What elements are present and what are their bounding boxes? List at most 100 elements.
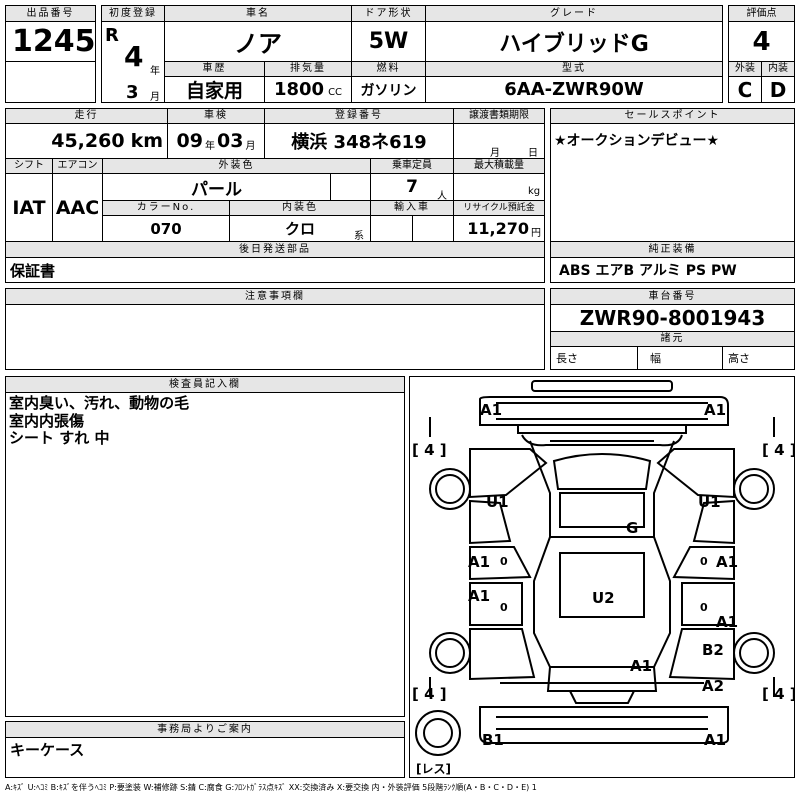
damage-mark: A1 bbox=[716, 553, 738, 571]
aircon: AAC bbox=[55, 196, 100, 219]
office-cell: キーケース bbox=[5, 737, 405, 778]
inspector-label: 検査員記入欄 bbox=[5, 376, 405, 393]
load-unit: kg bbox=[528, 186, 541, 197]
first-reg-cell: R 4 年 3 月 bbox=[101, 21, 165, 103]
zero-mark: 0 bbox=[500, 601, 508, 614]
damage-legend: A:ｷｽﾞ U:ﾍｺﾐ B:ｷｽﾞを伴うﾍｺﾐ P:要塗装 W:補修跡 S:錆 … bbox=[5, 783, 537, 792]
inspection-year-unit: 年 bbox=[205, 140, 215, 152]
damage-mark: A1 bbox=[716, 613, 738, 631]
model: 6AA-ZWR90W bbox=[504, 79, 644, 100]
registration-number: 横浜 348ネ619 bbox=[291, 132, 427, 153]
mileage-cell: 45,260 km bbox=[5, 123, 168, 159]
grade-cell: ハイブリッドG bbox=[425, 21, 723, 62]
chassis-cell: ZWR90-8001943 bbox=[550, 304, 795, 332]
aircon-label: エアコン bbox=[52, 158, 103, 174]
door-cell: 5W bbox=[351, 21, 426, 62]
damage-mark: B2 bbox=[702, 641, 724, 659]
sales-point-cell: ★オークションデビュー★ bbox=[550, 123, 795, 242]
damage-mark: A1 bbox=[704, 731, 726, 749]
score: 4 bbox=[752, 26, 771, 57]
damage-mark: A1 bbox=[630, 657, 652, 675]
displacement-label: 排気量 bbox=[264, 61, 352, 77]
damage-mark: U1 bbox=[698, 493, 721, 511]
length-label: 長さ bbox=[556, 352, 578, 365]
damage-mark: U1 bbox=[486, 493, 509, 511]
car-name: ノア bbox=[234, 30, 282, 58]
inspection-month-unit: 月 bbox=[245, 140, 256, 152]
model-label: 型式 bbox=[425, 61, 723, 77]
load-label: 最大積載量 bbox=[453, 158, 545, 174]
reg-month-unit: 月 bbox=[150, 92, 160, 103]
era: R bbox=[105, 25, 119, 46]
car-name-label: 車名 bbox=[164, 5, 352, 22]
inspection-year: 09 bbox=[176, 130, 203, 152]
equipment-label: 純正装備 bbox=[550, 241, 795, 258]
mileage-label: 走行 bbox=[5, 108, 168, 124]
office-note: キーケース bbox=[10, 741, 85, 759]
fuel-label: 燃料 bbox=[351, 61, 426, 77]
exterior-label: 外装 bbox=[728, 61, 762, 77]
dims-label: 諸元 bbox=[550, 331, 795, 347]
later-parts: 保証書 bbox=[10, 261, 56, 280]
capacity-cell: 7 人 bbox=[370, 173, 454, 201]
height-label: 高さ bbox=[728, 352, 750, 365]
mileage: 45,260 bbox=[51, 130, 125, 152]
car-name-cell: ノア bbox=[164, 21, 352, 62]
later-parts-cell: 保証書 bbox=[5, 257, 545, 283]
mileage-unit: km bbox=[130, 130, 163, 152]
inspection-label: 車検 bbox=[167, 108, 265, 124]
door-label: ドア形状 bbox=[351, 5, 426, 22]
damage-mark: A1 bbox=[480, 401, 502, 419]
lot-number-cell: 12457 bbox=[5, 21, 96, 62]
tire-depth: [ 4 ] bbox=[762, 685, 794, 703]
chassis-number: ZWR90-8001943 bbox=[579, 306, 766, 330]
car-diagram-frame: A1 A1 U1 U1 G A1 A1 A1 A1 U2 B2 A1 A2 B1… bbox=[409, 376, 795, 778]
score-cell: 4 bbox=[728, 21, 795, 62]
small-zeros: 0 0 0 0 bbox=[500, 555, 708, 614]
reg-year: 4 bbox=[124, 40, 144, 73]
first-reg-label: 初度登録 bbox=[101, 5, 165, 22]
sales-point-label: セールスポイント bbox=[550, 108, 795, 124]
equipment-cell: ABS エアB アルミ PS PW bbox=[550, 257, 795, 283]
damage-mark: A1 bbox=[468, 553, 490, 571]
later-parts-label: 後日発送部品 bbox=[5, 241, 545, 258]
interior-grade: D bbox=[769, 77, 787, 102]
recycle-cell: 11,270 円 bbox=[453, 215, 545, 242]
shift-label: シフト bbox=[5, 158, 53, 174]
registration-label: 登録番号 bbox=[264, 108, 454, 124]
recycle-label: リサイクル預託金 bbox=[453, 200, 545, 216]
import-label: 輸入車 bbox=[370, 200, 454, 216]
tire-depth: [ 4 ] bbox=[762, 441, 794, 459]
spare-tire: [レス] bbox=[416, 762, 451, 776]
fuel: ガソリン bbox=[360, 82, 417, 99]
displacement-cell: 1800 CC bbox=[264, 76, 352, 103]
damage-mark: B1 bbox=[482, 731, 504, 749]
length-cell: 長さ bbox=[550, 346, 638, 370]
damage-mark: A1 bbox=[704, 401, 726, 419]
color-number: 070 bbox=[150, 219, 182, 238]
shift: IAT bbox=[12, 196, 46, 219]
aircon-cell: AAC bbox=[52, 173, 103, 242]
tire-depth: [ 4 ] bbox=[412, 441, 447, 459]
transfer-label: 譲渡書類期限 bbox=[453, 108, 545, 124]
transfer-cell: 月 日 bbox=[453, 123, 545, 159]
displacement: 1800 bbox=[273, 79, 325, 100]
tire-depths: [ 4 ] [ 4 ] [ 4 ] [ 4 ] [レス] bbox=[412, 441, 794, 776]
car-outline bbox=[415, 380, 775, 756]
history-label: 車歴 bbox=[164, 61, 265, 77]
history-cell: 自家用 bbox=[164, 76, 265, 103]
registration-cell: 横浜 348ネ619 bbox=[264, 123, 454, 159]
damage-marks: A1 A1 U1 U1 G A1 A1 A1 A1 U2 B2 A1 A2 B1… bbox=[468, 401, 738, 749]
interior-color-cell: クロ 系 bbox=[229, 215, 371, 242]
exterior-grade-cell: C bbox=[728, 76, 762, 103]
interior-color-label: 内装色 bbox=[229, 200, 371, 216]
door-type: 5W bbox=[368, 29, 409, 54]
zero-mark: 0 bbox=[500, 555, 508, 568]
transfer-month-unit: 月 bbox=[490, 148, 500, 159]
reg-month: 3 bbox=[126, 82, 139, 103]
color-label: 外装色 bbox=[102, 158, 371, 174]
interior-color: クロ bbox=[284, 220, 315, 238]
equipment: ABS エアB アルミ PS PW bbox=[559, 263, 737, 279]
damage-mark: U2 bbox=[592, 589, 615, 607]
color: パール bbox=[191, 179, 242, 200]
